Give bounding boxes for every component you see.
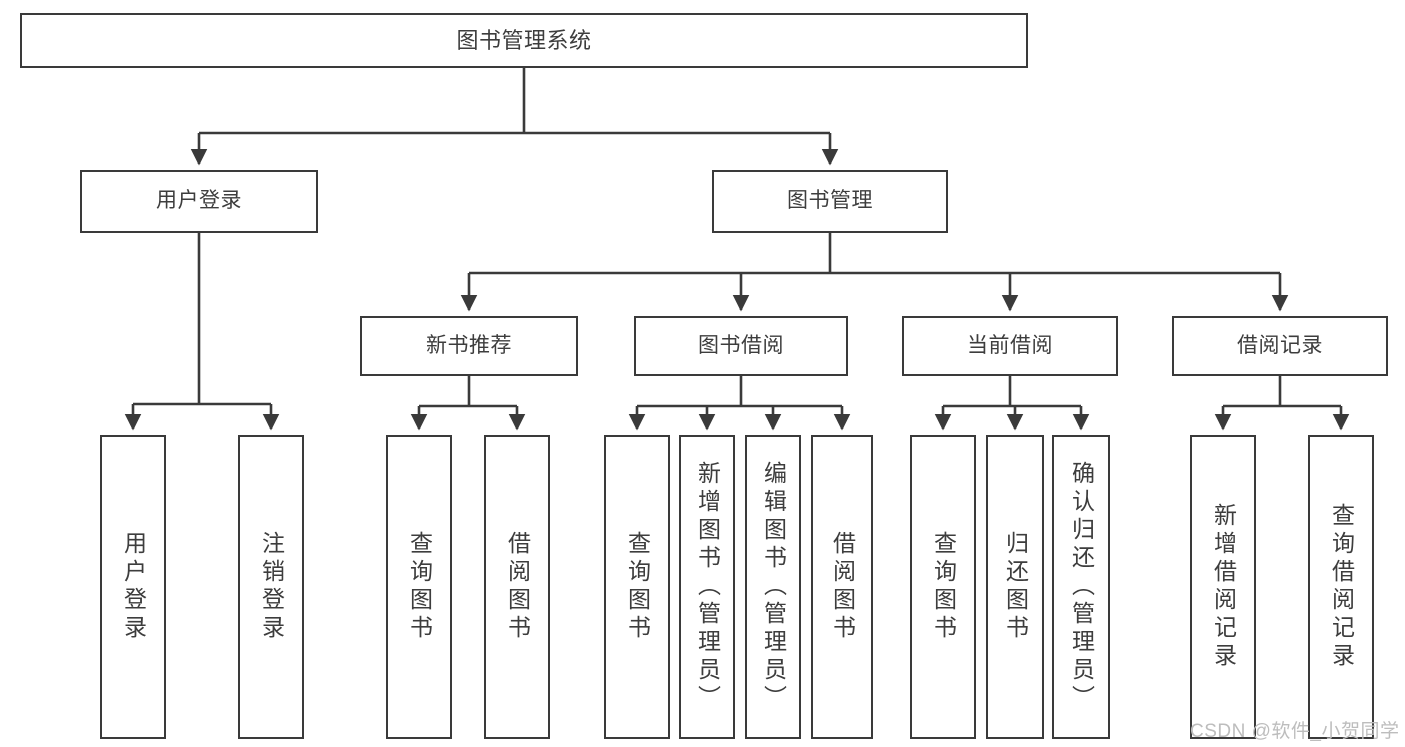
- node-label: 借阅记录: [1237, 333, 1323, 357]
- node-label: 查询图书: [406, 531, 433, 643]
- node-leaf-query-book-borrow[interactable]: 查询图书: [604, 435, 670, 739]
- node-label: 新增借阅记录: [1210, 503, 1237, 671]
- node-leaf-query-borrow-record[interactable]: 查询借阅记录: [1308, 435, 1374, 739]
- node-current-borrow[interactable]: 当前借阅: [902, 316, 1118, 376]
- node-label: 确认归还（管理员）: [1068, 461, 1095, 713]
- node-leaf-return-book[interactable]: 归还图书: [986, 435, 1044, 739]
- node-label: 新书推荐: [426, 333, 512, 357]
- node-label: 查询借阅记录: [1328, 503, 1355, 671]
- node-leaf-add-book-admin[interactable]: 新增图书（管理员）: [679, 435, 735, 739]
- node-leaf-logout[interactable]: 注销登录: [238, 435, 304, 739]
- node-label: 当前借阅: [967, 333, 1053, 357]
- node-label: 图书借阅: [698, 333, 784, 357]
- node-book-manage[interactable]: 图书管理: [712, 170, 948, 233]
- node-leaf-edit-book-admin[interactable]: 编辑图书（管理员）: [745, 435, 801, 739]
- node-new-book-recommendation[interactable]: 新书推荐: [360, 316, 578, 376]
- node-label: 新增图书（管理员）: [694, 461, 721, 713]
- node-label: 用户登录: [156, 189, 242, 213]
- node-root-system[interactable]: 图书管理系统: [20, 13, 1028, 68]
- node-label: 用户登录: [120, 531, 147, 643]
- node-leaf-confirm-return-admin[interactable]: 确认归还（管理员）: [1052, 435, 1110, 739]
- node-label: 查询图书: [624, 531, 651, 643]
- node-label: 注销登录: [258, 531, 285, 643]
- node-label: 查询图书: [930, 531, 957, 643]
- node-book-borrow[interactable]: 图书借阅: [634, 316, 848, 376]
- node-label: 借阅图书: [829, 531, 856, 643]
- node-leaf-borrow-book-recommendation[interactable]: 借阅图书: [484, 435, 550, 739]
- node-label: 归还图书: [1002, 531, 1029, 643]
- node-leaf-add-borrow-record[interactable]: 新增借阅记录: [1190, 435, 1256, 739]
- node-borrow-record[interactable]: 借阅记录: [1172, 316, 1388, 376]
- node-user-login[interactable]: 用户登录: [80, 170, 318, 233]
- node-leaf-user-login[interactable]: 用户登录: [100, 435, 166, 739]
- node-label: 图书管理: [787, 189, 873, 213]
- node-label: 图书管理系统: [456, 27, 592, 53]
- node-leaf-borrow-book-borrow[interactable]: 借阅图书: [811, 435, 873, 739]
- node-leaf-query-book-recommendation[interactable]: 查询图书: [386, 435, 452, 739]
- node-label: 借阅图书: [504, 531, 531, 643]
- node-leaf-query-book-current[interactable]: 查询图书: [910, 435, 976, 739]
- csdn-watermark: CSDN @软件_小贺同学: [1190, 721, 1400, 742]
- node-label: 编辑图书（管理员）: [760, 461, 787, 713]
